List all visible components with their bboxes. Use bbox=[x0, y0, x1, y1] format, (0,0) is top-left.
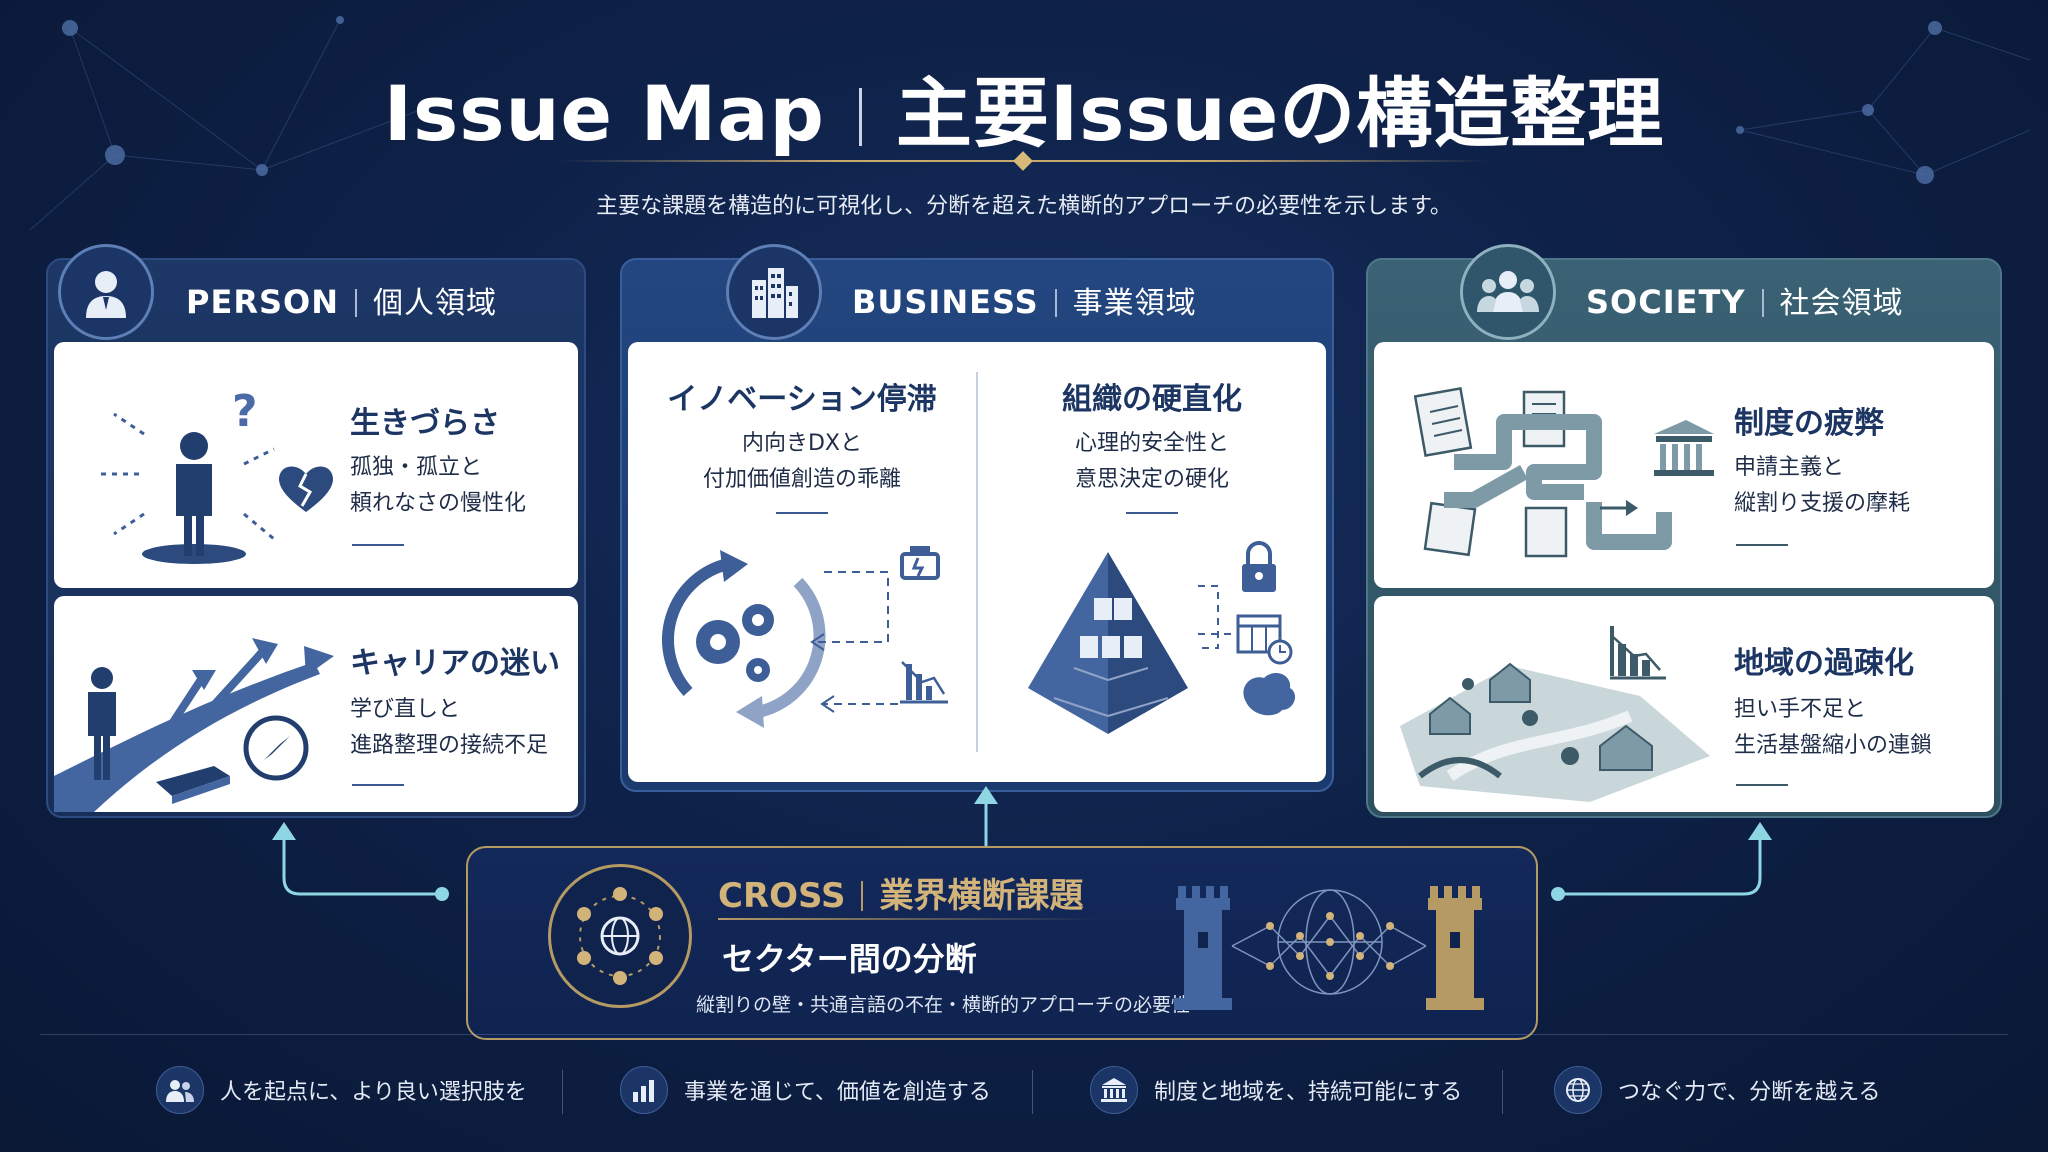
business-label-jp: 事業領域 bbox=[1072, 286, 1197, 321]
person-card-2-line1: 学び直しと bbox=[350, 697, 461, 722]
title-main: Issue Map bbox=[383, 69, 825, 158]
person-card-2-rule bbox=[352, 784, 404, 786]
person-card-1-rule bbox=[352, 544, 404, 546]
title-sub: 主要Issueの構造整理 bbox=[895, 69, 1665, 158]
svg-text:?: ? bbox=[232, 386, 258, 437]
lonely-person-illustration: ? bbox=[99, 386, 333, 564]
person-card-2-line2: 進路整理の接続不足 bbox=[350, 733, 549, 758]
society-label-jp: 社会領域 bbox=[1779, 286, 1904, 321]
people-icon bbox=[156, 1066, 204, 1114]
footer-item-1: 人を起点に、より良い選択肢を bbox=[156, 1066, 527, 1114]
business-card: イノベーション停滞 内向きDXと 付加価値創造の乖離 組織の硬直化 心理的安全性… bbox=[628, 342, 1326, 782]
society-card-1-line1: 申請主義と bbox=[1734, 455, 1845, 480]
society-card-1-line2: 縦割り支援の摩耗 bbox=[1734, 491, 1911, 516]
person-card-1-title: 生きづらさ bbox=[350, 406, 500, 441]
footer-divider bbox=[40, 1034, 2008, 1035]
society-card-1-title: 制度の疲弊 bbox=[1734, 406, 1884, 441]
business-card-2-rule bbox=[1126, 512, 1178, 514]
person-card-2: キャリアの迷い 学び直しと 進路整理の接続不足 bbox=[54, 596, 578, 812]
person-label-en: PERSON bbox=[186, 283, 339, 321]
business-card-1-line2: 付加価値創造の乖離 bbox=[702, 467, 901, 492]
title-separator bbox=[858, 88, 862, 146]
footer-separator-2 bbox=[1032, 1070, 1033, 1114]
business-card-1-title: イノベーション停滞 bbox=[667, 382, 937, 417]
society-card-1: 制度の疲弊 申請主義と 縦割り支援の摩耗 bbox=[1374, 342, 1994, 588]
bar-chart-icon bbox=[620, 1066, 668, 1114]
footer-text-4: つなぐ力で、分断を越える bbox=[1618, 1080, 1881, 1105]
cross-header: CROSS 業界横断課題 bbox=[718, 868, 1083, 917]
footer-separator-1 bbox=[562, 1070, 563, 1114]
business-card-2-title: 組織の硬直化 bbox=[1062, 382, 1242, 417]
page-title: Issue Map 主要Issueの構造整理 bbox=[0, 52, 2048, 162]
business-header: BUSINESS 事業領域 bbox=[852, 278, 1197, 322]
footer-text-1: 人を起点に、より良い選択肢を bbox=[220, 1080, 527, 1105]
rigid-pyramid-illustration bbox=[1028, 541, 1296, 734]
footer-text-2: 事業を通じて、価値を創造する bbox=[684, 1080, 991, 1105]
network-globe-icon bbox=[548, 864, 692, 1008]
cross-label-en: CROSS bbox=[718, 876, 846, 916]
business-card-2-line1: 心理的安全性と bbox=[1074, 431, 1229, 456]
globe-icon bbox=[1554, 1066, 1602, 1114]
person-card-1: ? 生きづらさ 孤独・孤立と 頼れなさの慢性化 bbox=[54, 342, 578, 588]
society-label-en: SOCIETY bbox=[1586, 283, 1746, 321]
career-path-illustration bbox=[54, 638, 334, 812]
society-card-2-line2: 生活基盤縮小の連鎖 bbox=[1734, 733, 1933, 758]
cross-title: セクター間の分断 bbox=[722, 940, 977, 978]
society-card-2: 地域の過疎化 担い手不足と 生活基盤縮小の連鎖 bbox=[1374, 596, 1994, 812]
institution-icon bbox=[1090, 1066, 1138, 1114]
depopulated-village-illustration bbox=[1400, 626, 1710, 802]
person-icon bbox=[58, 244, 154, 340]
society-header: SOCIETY 社会領域 bbox=[1586, 278, 1904, 322]
footer-separator-3 bbox=[1502, 1070, 1503, 1114]
business-label-en: BUSINESS bbox=[852, 283, 1039, 321]
footer-item-4: つなぐ力で、分断を越える bbox=[1554, 1066, 1880, 1114]
society-card-2-line1: 担い手不足と bbox=[1734, 697, 1867, 722]
person-card-1-line1: 孤独・孤立と bbox=[350, 455, 483, 480]
towers-bridge-illustration bbox=[1174, 886, 1484, 1010]
society-card-1-rule bbox=[1736, 544, 1788, 546]
business-card-1-rule bbox=[776, 512, 828, 514]
cross-label-jp: 業界横断課題 bbox=[879, 876, 1084, 916]
business-card-1-line1: 内向きDXと bbox=[741, 431, 862, 456]
stagnant-cycle-illustration bbox=[662, 546, 948, 728]
society-card-2-rule bbox=[1736, 784, 1788, 786]
footer-item-2: 事業を通じて、価値を創造する bbox=[620, 1066, 991, 1114]
person-header: PERSON 個人領域 bbox=[186, 278, 497, 322]
business-card-2-line2: 意思決定の硬化 bbox=[1074, 467, 1229, 492]
person-label-jp: 個人領域 bbox=[372, 286, 497, 321]
person-card-1-line2: 頼れなさの慢性化 bbox=[350, 491, 527, 516]
page-subtitle: 主要な課題を構造的に可視化し、分断を超えた横断的アプローチの必要性を示します。 bbox=[596, 194, 1452, 219]
person-card-2-title: キャリアの迷い bbox=[350, 646, 560, 681]
footer-item-3: 制度と地域を、持続可能にする bbox=[1090, 1066, 1462, 1114]
people-group-icon bbox=[1460, 244, 1556, 340]
building-icon bbox=[726, 244, 822, 340]
footer-text-3: 制度と地域を、持続可能にする bbox=[1154, 1080, 1463, 1105]
society-card-2-title: 地域の過疎化 bbox=[1734, 646, 1914, 681]
cross-text: 縦割りの壁・共通言語の不在・横断的アプローチの必要性 bbox=[696, 994, 1191, 1016]
bureaucracy-pipes-illustration bbox=[1414, 387, 1714, 558]
business-card-divider bbox=[976, 372, 978, 752]
cross-divider bbox=[718, 918, 1098, 920]
